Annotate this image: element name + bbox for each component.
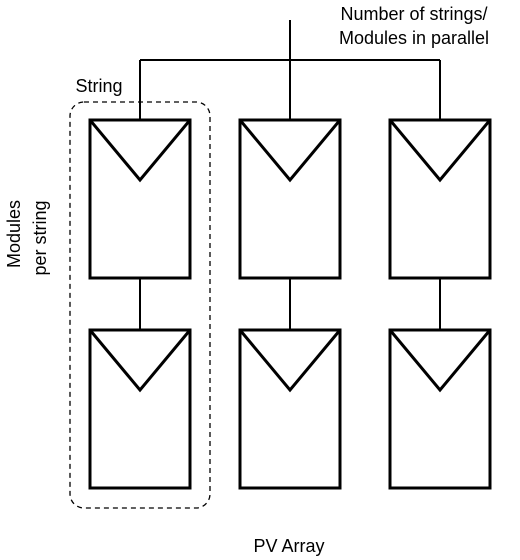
module-grid (88, 118, 492, 490)
modules-per-string-label-line1: Modules (4, 200, 24, 268)
string-outline (69, 101, 211, 509)
pv-module-symbol (88, 119, 192, 183)
pv-module (238, 118, 342, 280)
pv-module (388, 328, 492, 490)
parallel-label-line1: Number of strings/ (340, 4, 487, 24)
pv-module-symbol (238, 119, 342, 183)
pv-module-symbol (388, 119, 492, 183)
pv-module-symbol (238, 329, 342, 393)
parallel-label-line2: Modules in parallel (339, 28, 489, 48)
pv-module (88, 328, 192, 490)
parallel-bus (139, 20, 441, 120)
pv-module-symbol (388, 329, 492, 393)
pv-module (388, 118, 492, 280)
pv-module (238, 328, 342, 490)
pv-module-symbol (88, 329, 192, 393)
string-label: String (75, 76, 122, 96)
modules-per-string-label-line2: per string (30, 200, 50, 275)
pv-module (88, 118, 192, 280)
pv-array-label: PV Array (253, 536, 324, 556)
